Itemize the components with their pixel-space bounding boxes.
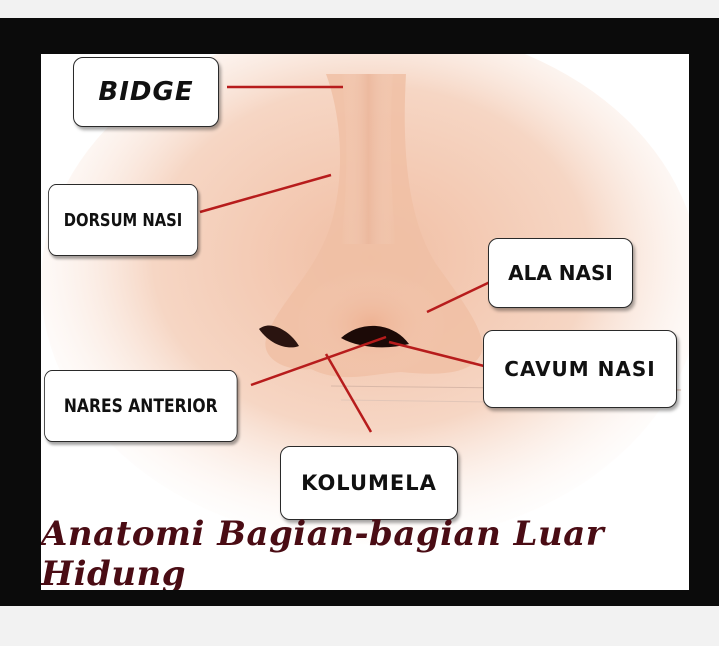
leader-line-cavum <box>388 340 485 368</box>
label-kolumela: KOLUMELA <box>280 446 458 520</box>
diagram-canvas: BIDGE DORSUM NASI ALA NASI CAVUM NASI NA… <box>41 54 689 590</box>
left-nostril <box>259 325 299 348</box>
leader-line-kolumela <box>324 353 373 433</box>
label-ala-nasi: ALA NASI <box>488 238 633 308</box>
nose-bridge-shade <box>341 74 396 244</box>
nose-tip <box>296 269 446 379</box>
label-cavum-nasi: CAVUM NASI <box>483 330 677 408</box>
leader-line-dorsum <box>199 173 332 214</box>
label-nares-anterior: NARES ANTERIOR <box>44 370 238 442</box>
leader-line-ala <box>426 280 491 314</box>
label-dorsum-nasi: DORSUM NASI <box>48 184 199 256</box>
diagram-caption: Anatomi Bagian-bagian Luar Hidung <box>41 514 605 590</box>
leader-line-nares <box>250 335 387 387</box>
bottom-strip <box>0 606 719 646</box>
label-bidge: BIDGE <box>73 57 219 127</box>
